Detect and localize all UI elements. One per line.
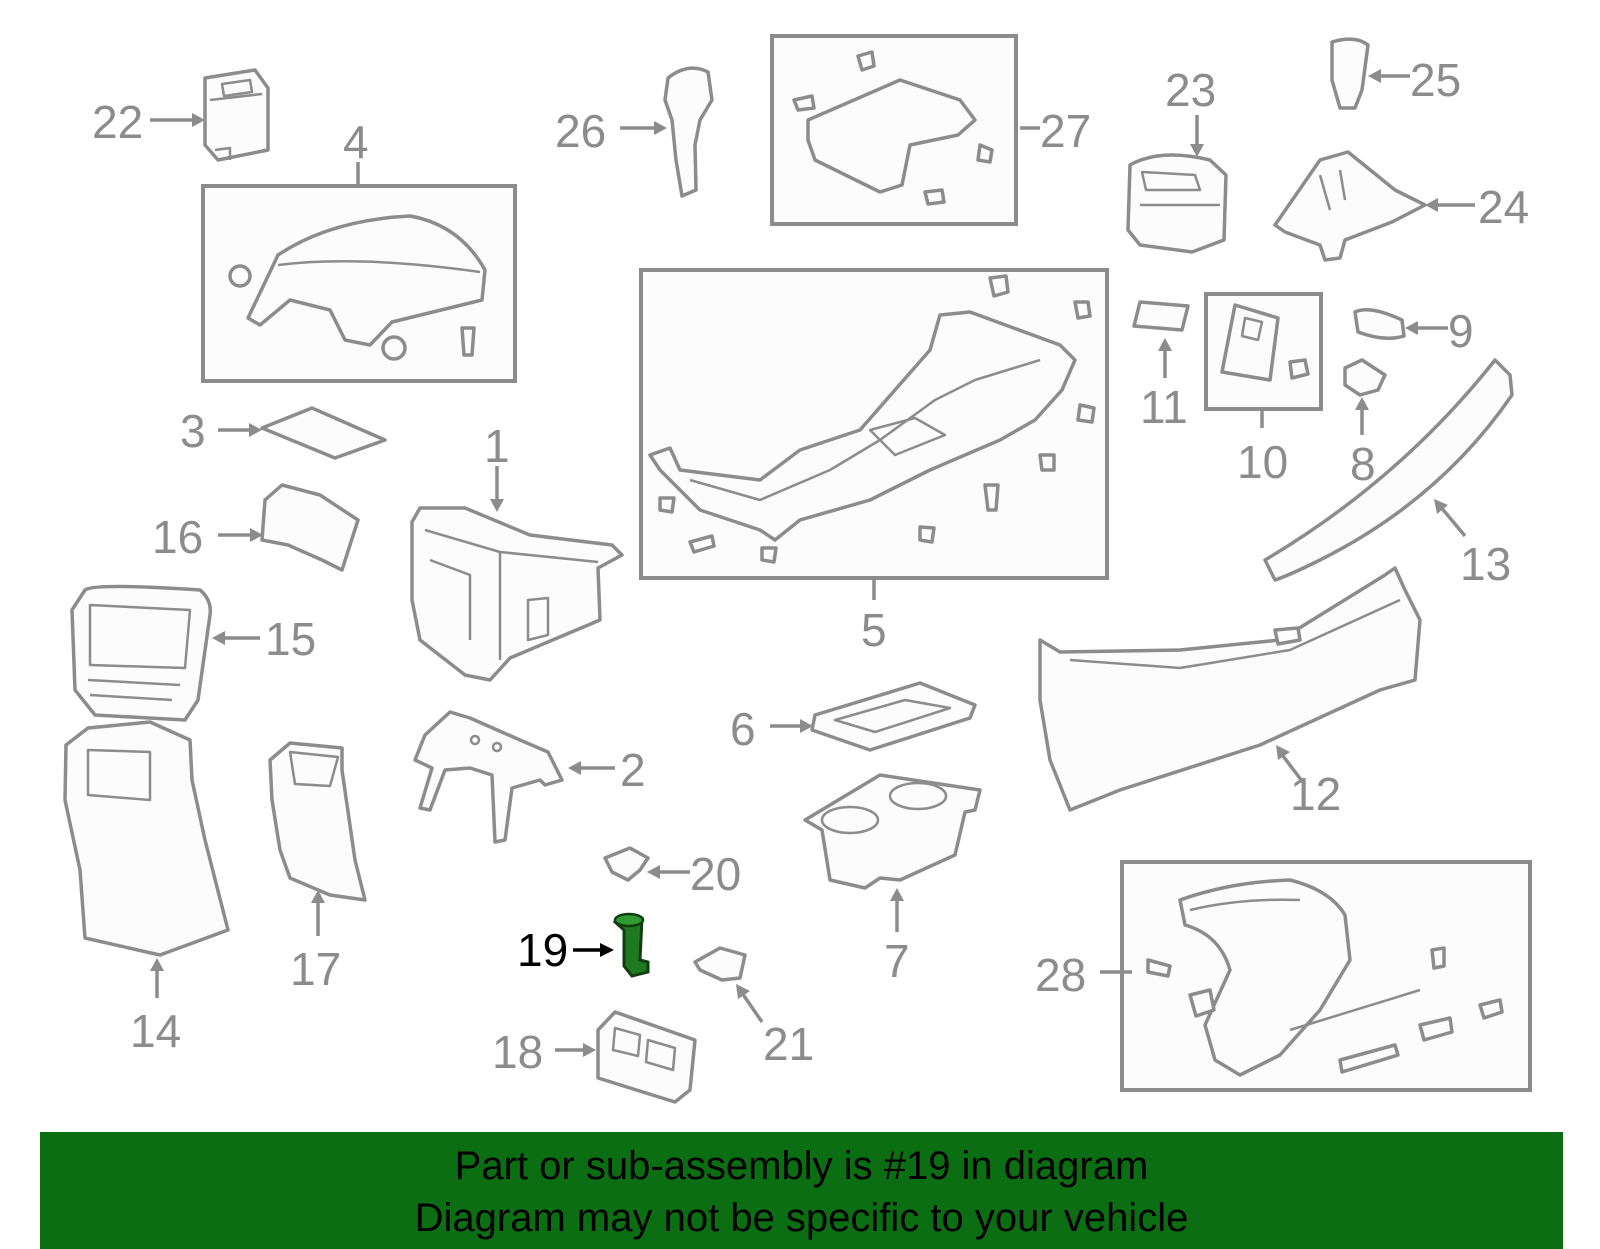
arrow-8 bbox=[1355, 397, 1369, 410]
callout-1: 1 bbox=[484, 420, 510, 472]
arrow-16 bbox=[250, 528, 263, 542]
part-5-console-frame[interactable] bbox=[648, 274, 1096, 564]
arrow-13 bbox=[1434, 499, 1448, 514]
callout-24: 24 bbox=[1478, 181, 1529, 233]
callout-17: 17 bbox=[290, 943, 341, 995]
arrow-24 bbox=[1425, 198, 1438, 212]
arrow-17 bbox=[311, 890, 325, 903]
part-14-rear-panel[interactable] bbox=[63, 720, 230, 957]
callout-22: 22 bbox=[92, 96, 143, 148]
arrow-3 bbox=[249, 423, 262, 437]
part-26-shift-knob[interactable] bbox=[663, 66, 714, 198]
part-9-bulb[interactable] bbox=[1353, 308, 1406, 340]
callout-21: 21 bbox=[763, 1018, 814, 1070]
arrow-18 bbox=[583, 1043, 596, 1057]
part-10-plate[interactable] bbox=[1220, 303, 1310, 382]
arrow-19 bbox=[600, 943, 614, 957]
arrow-15 bbox=[212, 631, 225, 645]
part-19-highlighted[interactable] bbox=[612, 912, 650, 978]
arrow-6 bbox=[800, 719, 813, 733]
callout-25: 25 bbox=[1410, 54, 1461, 106]
callout-6: 6 bbox=[730, 703, 756, 755]
callout-4: 4 bbox=[343, 116, 369, 168]
part-25-knob-top[interactable] bbox=[1330, 37, 1370, 110]
part-1-bracket[interactable] bbox=[410, 506, 624, 682]
callout-10: 10 bbox=[1237, 436, 1288, 488]
arrow-23 bbox=[1190, 144, 1204, 157]
callout-20: 20 bbox=[690, 848, 741, 900]
callout-3: 3 bbox=[180, 405, 206, 457]
part-11-pad[interactable] bbox=[1132, 300, 1190, 332]
arrow-20 bbox=[647, 865, 660, 879]
arrow-22 bbox=[192, 113, 205, 127]
callout-19: 19 bbox=[517, 924, 568, 976]
part-4-armrest[interactable] bbox=[228, 214, 487, 361]
part-27-cover[interactable] bbox=[792, 50, 994, 206]
callout-8: 8 bbox=[1350, 438, 1376, 490]
part-22-switch[interactable] bbox=[203, 68, 270, 162]
part-20-clip[interactable] bbox=[603, 846, 650, 882]
callout-27: 27 bbox=[1040, 105, 1091, 157]
arrow-7 bbox=[890, 888, 904, 901]
part-28-brake-assembly[interactable] bbox=[1146, 878, 1504, 1077]
callout-13: 13 bbox=[1460, 538, 1511, 590]
callout-28: 28 bbox=[1035, 949, 1086, 1001]
callout-12: 12 bbox=[1290, 768, 1341, 820]
arrow-2 bbox=[568, 761, 581, 775]
part-12-side-panel[interactable] bbox=[1038, 566, 1422, 812]
part-15-panel[interactable] bbox=[70, 584, 213, 722]
callout-2: 2 bbox=[620, 744, 646, 796]
banner-line-1: Part or sub-assembly is #19 in diagram bbox=[454, 1144, 1149, 1188]
callout-26: 26 bbox=[555, 105, 606, 157]
callout-5: 5 bbox=[861, 604, 887, 656]
leader-12 bbox=[1278, 750, 1307, 787]
callout-15: 15 bbox=[265, 613, 316, 665]
part-13-trim[interactable] bbox=[1263, 358, 1514, 582]
part-3-pad[interactable] bbox=[260, 406, 387, 460]
callout-14: 14 bbox=[130, 1005, 181, 1057]
callout-23: 23 bbox=[1165, 64, 1216, 116]
part-7-cup-holder[interactable] bbox=[803, 773, 982, 890]
part-23-selector[interactable] bbox=[1126, 153, 1228, 254]
part-18-switch-block[interactable] bbox=[596, 1010, 697, 1104]
arrow-9 bbox=[1405, 321, 1418, 335]
part-8-socket[interactable] bbox=[1343, 358, 1387, 397]
info-banner: Part or sub-assembly is #19 in diagram D… bbox=[40, 1132, 1563, 1249]
arrow-12 bbox=[1276, 745, 1290, 760]
arrow-1 bbox=[490, 499, 504, 512]
part-24-boot[interactable] bbox=[1273, 150, 1427, 262]
part-6-tray-mat[interactable] bbox=[810, 681, 977, 752]
arrow-26 bbox=[654, 121, 667, 135]
arrow-21 bbox=[736, 984, 750, 999]
banner-line-2: Diagram may not be specific to your vehi… bbox=[414, 1196, 1189, 1240]
part-2-frame[interactable] bbox=[413, 710, 564, 844]
leader-13 bbox=[1438, 504, 1467, 538]
arrow-25 bbox=[1368, 69, 1381, 83]
arrow-14 bbox=[150, 958, 164, 971]
leader-21 bbox=[738, 989, 764, 1023]
callout-18: 18 bbox=[492, 1026, 543, 1078]
callout-11: 11 bbox=[1140, 381, 1188, 433]
callout-7: 7 bbox=[884, 935, 910, 987]
callout-16: 16 bbox=[152, 511, 203, 563]
callout-9: 9 bbox=[1448, 305, 1474, 357]
part-16-bracket[interactable] bbox=[260, 483, 360, 572]
part-17-duct[interactable] bbox=[268, 741, 367, 902]
part-21-cap[interactable] bbox=[693, 946, 747, 982]
arrow-11 bbox=[1158, 338, 1172, 351]
